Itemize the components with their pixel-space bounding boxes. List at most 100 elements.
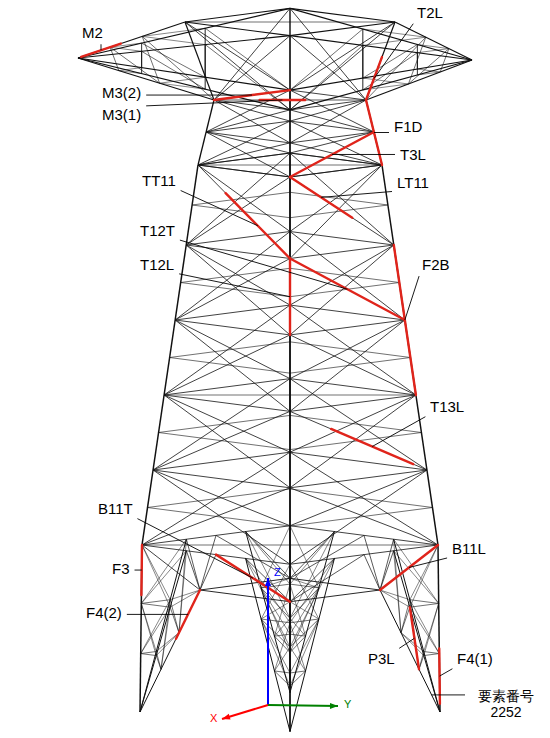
lattice-member: [274, 636, 290, 652]
lattice-member: [142, 452, 290, 545]
lattice-member: [175, 320, 290, 335]
lattice-member: [206, 132, 290, 153]
lattice-member: [410, 603, 439, 607]
lattice-member: [401, 633, 424, 652]
lattice-member: [142, 545, 170, 607]
lattice-member: [200, 535, 216, 590]
lattice-member: [290, 60, 472, 90]
lattice-member: [186, 165, 198, 245]
lattice-member: [290, 320, 405, 335]
lattice-member: [289, 121, 290, 153]
leader-line: [432, 694, 465, 695]
lattice-member: [206, 100, 214, 132]
lattice-member: [290, 532, 334, 619]
lattice-member: [401, 633, 424, 656]
lattice-member: [290, 245, 394, 258]
lattice-member: [290, 8, 395, 22]
lattice-member: [170, 607, 179, 632]
axis-label: Z: [272, 566, 283, 579]
lattice-member: [142, 470, 153, 545]
lattice-member: [246, 532, 290, 585]
leader-line: [180, 240, 348, 289]
lattice-member: [290, 268, 399, 282]
highlighted-member: [331, 429, 413, 464]
lattice-member: [290, 283, 399, 297]
lattice-member: [290, 177, 394, 245]
lattice-member: [274, 647, 290, 671]
member-label: F2B: [420, 256, 452, 273]
lattice-member: [290, 232, 405, 320]
lattice-member: [290, 358, 410, 374]
lattice-member: [290, 305, 416, 395]
member-label: T13L: [428, 398, 466, 415]
lattice-member: [362, 29, 363, 78]
lattice-member: [290, 29, 363, 90]
lattice-member: [290, 165, 382, 177]
lattice-member: [363, 29, 426, 37]
lattice-member: [290, 647, 306, 671]
leader-line: [137, 519, 253, 579]
lattice-member: [290, 411, 427, 470]
member-label: TT11: [140, 172, 178, 189]
lattice-member: [142, 36, 214, 100]
lattice-member: [170, 358, 290, 374]
lattice-member: [198, 153, 290, 165]
lattice-member: [289, 526, 291, 693]
lattice-member: [78, 58, 214, 100]
leader-line: [135, 570, 142, 571]
lattice-member: [290, 22, 395, 110]
lattice-member: [141, 654, 157, 656]
axis-arrowhead: [222, 714, 231, 720]
lattice-member: [410, 600, 419, 670]
lattice-member: [142, 51, 206, 89]
lattice-member: [274, 618, 290, 636]
lattice-member: [156, 633, 179, 652]
lattice-member: [290, 526, 319, 588]
member-label: M3(1): [100, 106, 143, 123]
lattice-member: [246, 532, 290, 579]
lattice-member: [417, 45, 418, 70]
leader-line: [409, 558, 447, 568]
lattice-member: [290, 36, 472, 60]
lattice-member: [214, 36, 290, 100]
lattice-member: [160, 83, 206, 89]
lattice-member: [192, 192, 290, 205]
axis-line: [267, 578, 269, 705]
leader-line: [399, 638, 414, 648]
coordinate-axes: [222, 578, 338, 720]
lattice-member: [290, 36, 366, 100]
leader-line: [405, 276, 419, 320]
lattice-member: [401, 600, 410, 633]
lattice-member: [290, 379, 427, 470]
lattice-member: [214, 100, 366, 101]
lattice-member: [394, 551, 439, 604]
leader-line: [321, 191, 392, 197]
lattice-member: [198, 143, 290, 165]
lattice-member: [290, 452, 438, 545]
lattice-member: [290, 433, 421, 450]
lattice-member: [290, 588, 319, 634]
member-label: T12T: [138, 222, 177, 239]
lattice-member: [290, 342, 410, 358]
lattice-member: [198, 153, 290, 165]
lattice-member: [394, 539, 401, 632]
member-label: M3(2): [100, 84, 143, 101]
leader-line: [372, 417, 425, 447]
lattice-member: [363, 78, 409, 84]
lattice-member: [289, 8, 290, 90]
lattice-member: [290, 588, 319, 653]
lattice-member: [186, 245, 290, 258]
leader-line: [374, 24, 413, 79]
lattice-member: [206, 110, 290, 132]
lattice-member: [424, 603, 439, 651]
lattice-member: [119, 71, 142, 74]
lattice-member: [364, 555, 380, 590]
lattice-member: [290, 636, 306, 652]
element-number-note: 要素番号 2252: [468, 688, 544, 720]
lattice-member: [363, 37, 426, 45]
lattice-member: [161, 600, 170, 670]
lattice-member: [274, 671, 290, 673]
lattice-member: [164, 335, 290, 395]
lattice-member: [290, 671, 306, 673]
axis-line: [268, 705, 338, 706]
